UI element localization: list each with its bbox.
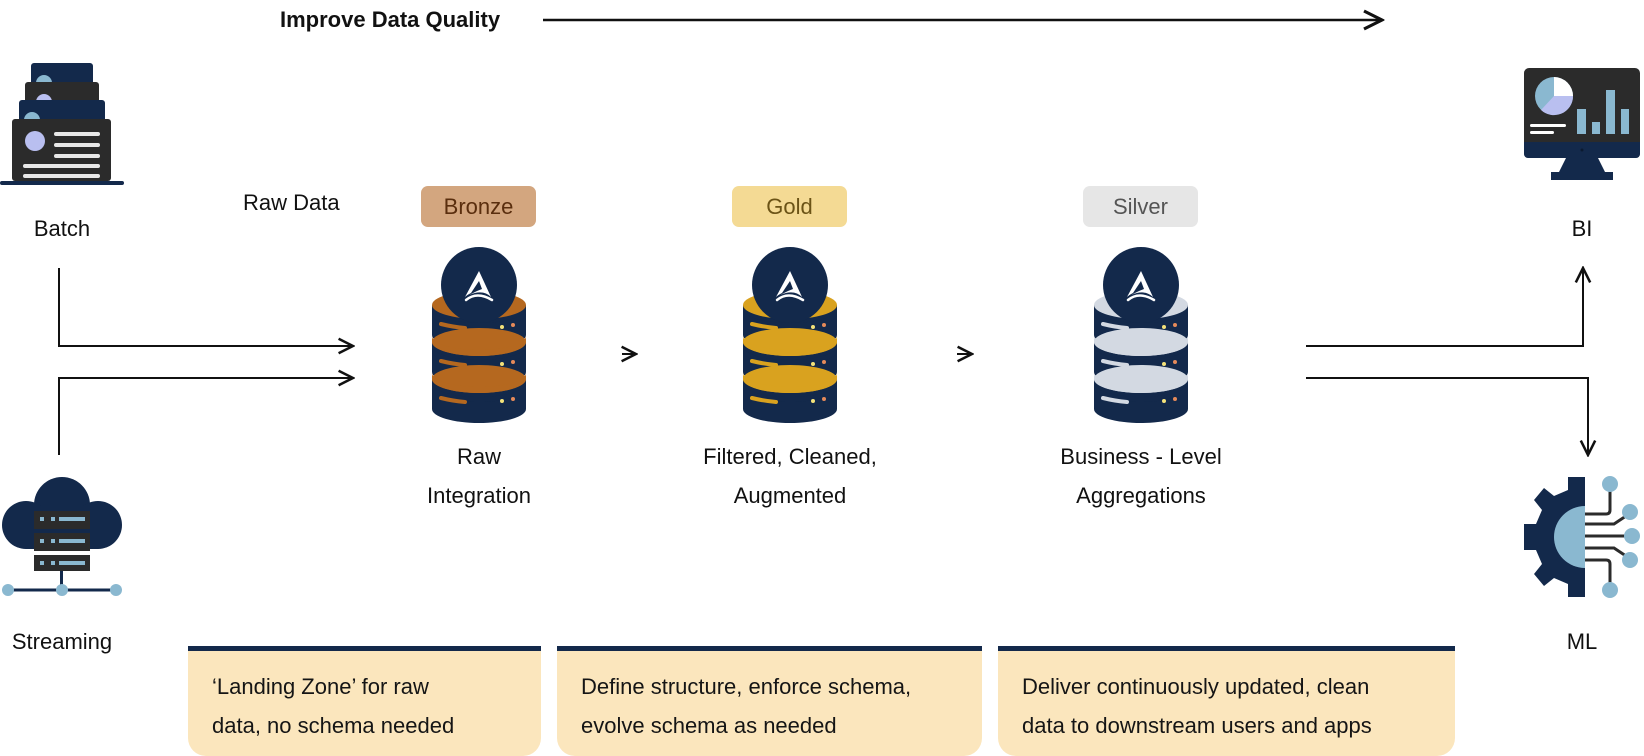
stage-label-bronze: Raw Integration [427,437,531,515]
description-panel-gold: Define structure, enforce schema, evolve… [557,646,982,756]
badge-bronze: Bronze [421,186,536,227]
stage-label-line: Augmented [733,483,847,508]
database-icon-bronze [432,247,526,423]
panel-text-line: data to downstream users and apps [1022,713,1372,738]
monitor-dashboard-icon [1524,68,1640,180]
badge-silver: Silver [1083,186,1198,227]
database-icon-gold [743,247,837,423]
source-label-streaming: Streaming [11,629,113,654]
cloud-server-icon [2,477,122,596]
panel-text-line: Define structure, enforce schema, [581,674,912,699]
panel-text-line: evolve schema as needed [581,713,837,738]
stage-label-silver: Business - Level Aggregations [1060,437,1221,515]
destination-label-bi: BI [1571,216,1593,241]
panel-text-line: ‘Landing Zone’ for raw [212,674,429,699]
description-panel-silver: Deliver continuously updated, clean data… [998,646,1455,756]
batch-connector-arrow [58,268,353,346]
gear-circuit-icon [1524,476,1640,598]
panel-text-line: Deliver continuously updated, clean [1022,674,1370,699]
source-label-batch: Batch [33,216,91,241]
stage-label-line: Integration [427,483,531,508]
stage-label-line: Business - Level [1060,444,1222,469]
bi-connector-arrow [1306,268,1583,347]
raw-data-label: Raw Data [243,190,340,215]
streaming-connector-arrow [58,378,353,455]
description-panel-bronze: ‘Landing Zone’ for raw data, no schema n… [188,646,541,756]
diagram-title: Improve Data Quality [280,7,501,32]
panel-text-line: data, no schema needed [212,713,455,738]
destination-label-ml: ML [1566,629,1598,654]
stage-label-line: Aggregations [1076,483,1206,508]
ml-connector-arrow [1306,377,1588,455]
stage-label-gold: Filtered, Cleaned, Augmented [703,437,877,515]
database-icon-silver [1094,247,1188,423]
badge-gold: Gold [732,186,847,227]
batch-documents-icon [0,63,124,185]
stage-label-line: Raw [456,444,501,469]
stage-label-line: Filtered, Cleaned, [703,444,877,469]
